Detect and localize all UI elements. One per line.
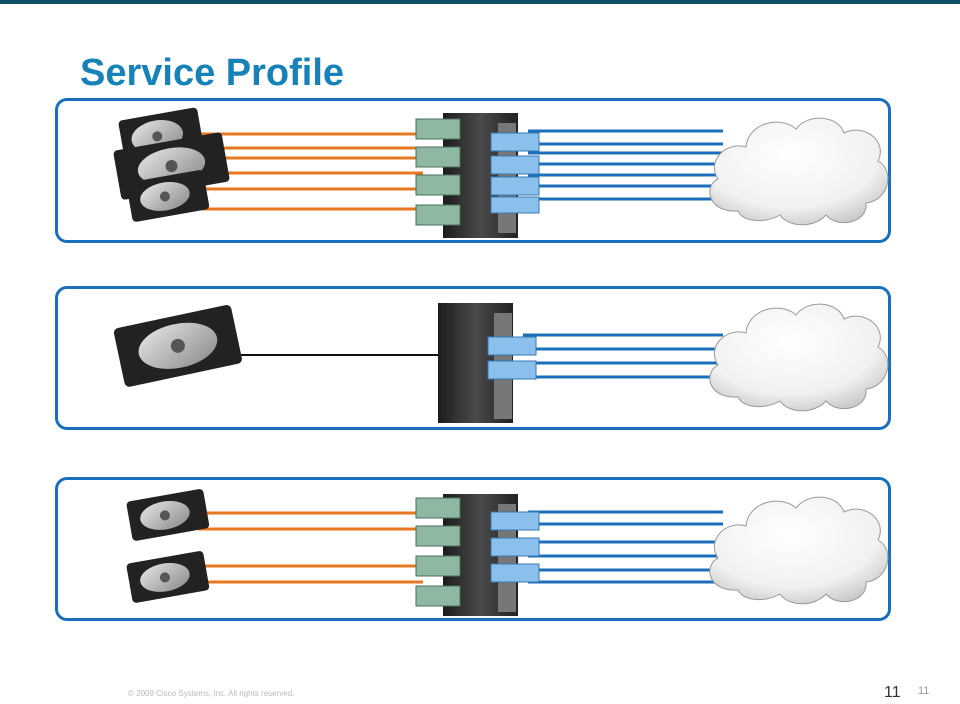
panel-2-diagram bbox=[113, 303, 889, 423]
service-profile-panel-1 bbox=[55, 98, 891, 243]
hba-card-icons bbox=[415, 118, 461, 226]
cloud-icon bbox=[709, 303, 889, 412]
footer-copyright: © 2009 Cisco Systems, Inc. All rights re… bbox=[128, 689, 295, 698]
hard-disk-icon bbox=[126, 170, 210, 222]
hba-card-icons bbox=[415, 497, 461, 607]
network-links bbox=[523, 333, 723, 379]
hard-disk-icon bbox=[126, 489, 210, 541]
page-number-small: 11 bbox=[918, 685, 930, 697]
network-links bbox=[528, 129, 723, 201]
storage-links bbox=[198, 132, 423, 211]
service-profile-panel-3 bbox=[55, 477, 891, 621]
storage-links bbox=[198, 511, 423, 584]
cloud-icon bbox=[709, 496, 889, 605]
network-links bbox=[528, 510, 723, 584]
cloud-icon bbox=[709, 117, 889, 226]
top-accent-bar bbox=[0, 0, 960, 4]
panel-1-diagram bbox=[113, 107, 889, 238]
panel-3-diagram bbox=[126, 489, 889, 616]
service-profile-panel-2 bbox=[55, 286, 891, 430]
nic-card-icons bbox=[487, 336, 537, 380]
page-number: 11 bbox=[884, 684, 901, 701]
hard-disk-icon bbox=[126, 551, 210, 603]
nic-card-icons bbox=[490, 511, 540, 583]
slide-title: Service Profile bbox=[80, 52, 345, 94]
hard-disk-icon bbox=[113, 304, 242, 387]
nic-card-icons bbox=[490, 132, 540, 214]
